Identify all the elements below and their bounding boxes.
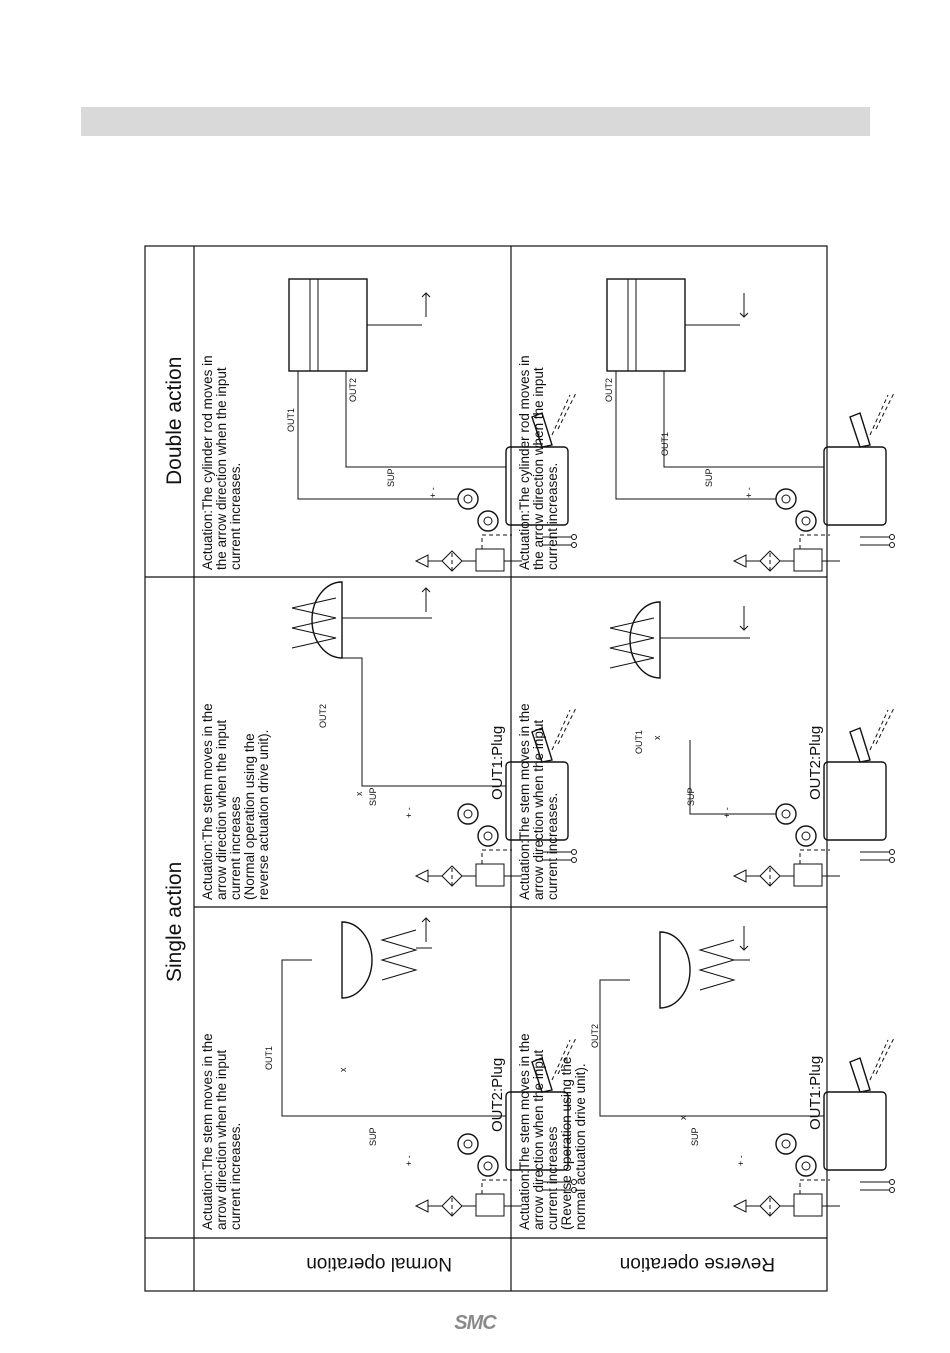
cell-text-line: Actuation:The cylinder rod moves in — [200, 355, 215, 570]
single-action-diagram — [291, 581, 578, 887]
cell-text-line: reverse actuation drive unit). — [256, 730, 271, 900]
smc-logo: SMC — [454, 1312, 496, 1334]
cell-text-line: the arrow direction when the input — [531, 367, 546, 570]
cell-text-line: arrow direction when the input — [531, 1050, 546, 1230]
plug-note: OUT1:Plug — [489, 726, 506, 800]
sup-label: SUP — [368, 1127, 378, 1146]
cell-reverse-single-2: Actuation:The stem moves in the arrow di… — [517, 601, 896, 900]
out1-label: OUT1 — [634, 730, 644, 754]
header-double-action: Double action — [163, 357, 186, 485]
cell-text-line: current increases. — [545, 793, 560, 900]
cell-reverse-single-1: Actuation:The stem moves in the arrow di… — [517, 926, 896, 1230]
plug-note: OUT2:Plug — [807, 726, 824, 800]
cell-text-line: normal actuation drive unit). — [573, 1063, 588, 1230]
cell-text-line: current increases — [545, 1126, 560, 1230]
cell-text-line: Actuation:The stem moves in the — [517, 703, 532, 900]
header-single-action: Single action — [163, 862, 186, 982]
plug-note: OUT2:Plug — [489, 1058, 506, 1132]
sup-label: SUP — [704, 468, 714, 487]
sup-label: SUP — [690, 1127, 700, 1146]
x-label: x — [338, 1067, 348, 1072]
plus-minus-label: + - — [722, 807, 732, 818]
cell-text-line: arrow direction when the input — [531, 720, 546, 900]
out1-label: OUT1 — [286, 408, 296, 432]
cell-normal-double: Actuation:The cylinder rod moves in the … — [200, 278, 578, 572]
double-action-diagram — [606, 278, 896, 572]
plus-minus-label: + - — [404, 807, 414, 818]
row-label-normal: Normal operation — [306, 1253, 452, 1274]
out2-label: OUT2 — [348, 378, 358, 402]
cell-text-line: arrow direction when the input — [214, 1050, 229, 1230]
sup-label: SUP — [686, 787, 696, 806]
out2-label: OUT2 — [318, 704, 328, 728]
cell-normal-single-1: Actuation:The stem moves in the arrow di… — [200, 917, 578, 1230]
single-action-diagram — [609, 601, 896, 887]
cell-normal-single-2: Actuation:The stem moves in the arrow di… — [200, 581, 578, 900]
single-action-diagram — [281, 917, 578, 1217]
plug-note: OUT1:Plug — [807, 1056, 824, 1130]
plus-minus-label: + - — [404, 1155, 414, 1166]
cell-text-line: the arrow direction when the input — [214, 367, 229, 570]
cell-text-line: Actuation:The stem moves in the — [517, 1033, 532, 1230]
cell-text-line: current increases. — [545, 463, 560, 570]
cell-text-line: current increases — [228, 796, 243, 900]
table-frame — [144, 245, 828, 1292]
cell-text-line: Actuation:The cylinder rod moves in — [517, 355, 532, 570]
footer: SMC — [0, 1312, 950, 1335]
x-label: x — [354, 791, 364, 796]
out1-label: OUT1 — [660, 432, 670, 456]
x-label: x — [678, 1115, 688, 1120]
cell-text-line: Actuation:The stem moves in the — [200, 1033, 215, 1230]
section-header-band — [81, 107, 870, 136]
cell-reverse-double: Actuation:The cylinder rod moves in the … — [517, 278, 896, 572]
x-label: x — [652, 735, 662, 740]
cell-text-line: (Normal operation using the — [242, 733, 257, 900]
cell-text-line: current increases. — [228, 1123, 243, 1230]
cell-text-line: arrow direction when the input — [214, 720, 229, 900]
cell-text-line: current increases. — [228, 463, 243, 570]
plus-minus-label: + - — [428, 487, 438, 498]
cell-text-line: Actuation:The stem moves in the — [200, 703, 215, 900]
plus-minus-label: + - — [744, 487, 754, 498]
out2-label: OUT2 — [590, 1024, 600, 1048]
row-label-reverse: Reverse operation — [620, 1253, 775, 1274]
single-action-diagram — [599, 926, 896, 1217]
out2-label: OUT2 — [604, 378, 614, 402]
sup-label: SUP — [386, 468, 396, 487]
cell-text-line: (Reverse operation using the — [559, 1057, 574, 1230]
plus-minus-label: + - — [736, 1155, 746, 1166]
sup-label: SUP — [368, 787, 378, 806]
double-action-diagram — [288, 278, 578, 572]
out1-label: OUT1 — [264, 1046, 274, 1070]
